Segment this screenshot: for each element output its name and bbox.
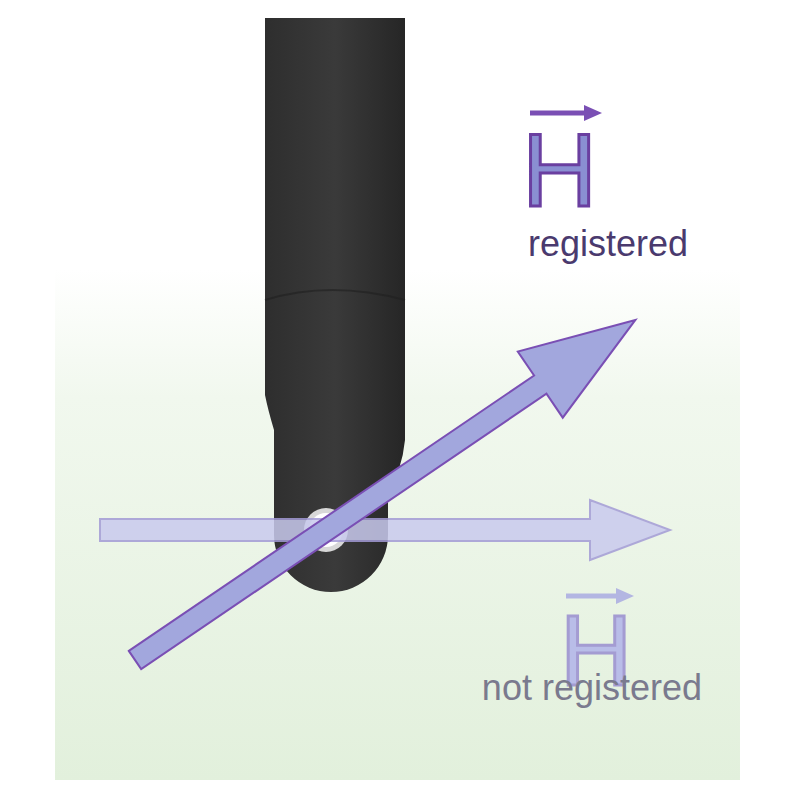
vector-symbol: H — [522, 118, 597, 222]
probe — [265, 18, 405, 592]
label-not-registered: not registered — [480, 668, 702, 708]
label-registered: registered — [528, 226, 688, 262]
probe-seam — [265, 290, 405, 300]
field-arrow-not-registered — [100, 500, 670, 560]
